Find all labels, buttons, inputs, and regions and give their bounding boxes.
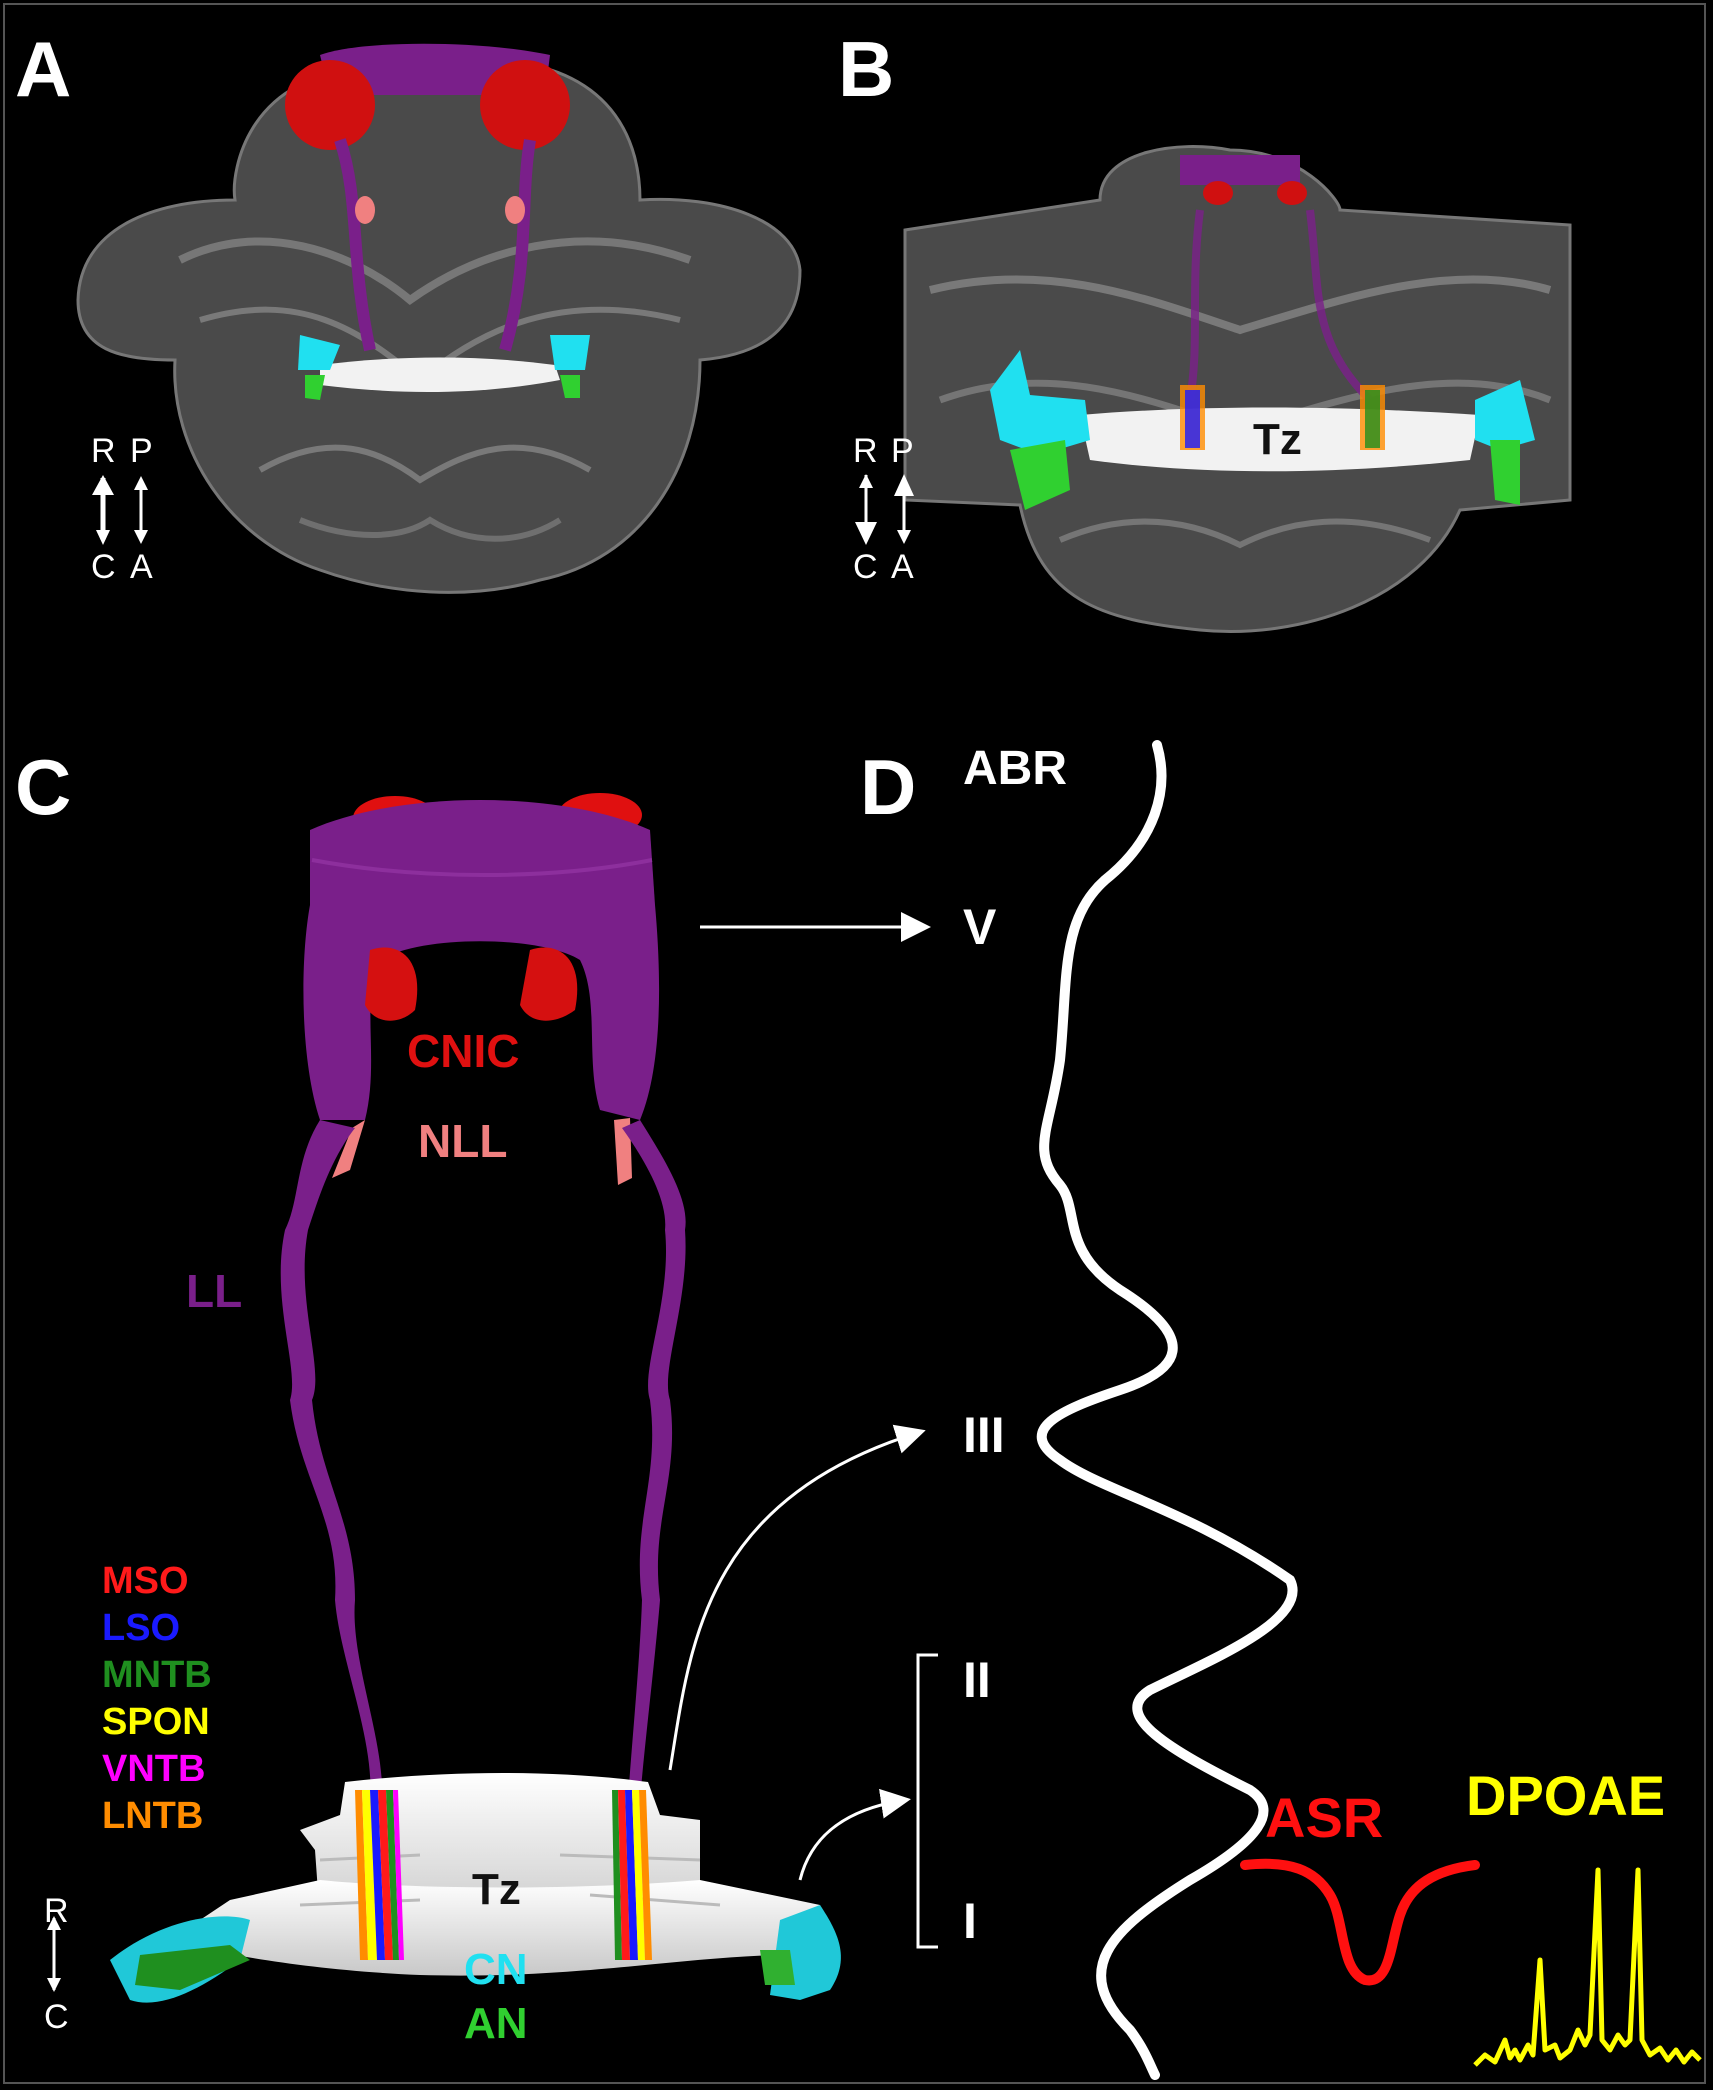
legend-item-lntb: LNTB [102, 1795, 204, 1837]
wave-i-label: I [963, 1893, 977, 1949]
panel-b-orient-c: C [853, 548, 878, 586]
panel-b-cn-left [990, 350, 1090, 455]
panel-c-ll-left [280, 1120, 383, 1800]
panel-a-tz [320, 357, 560, 392]
panel-a-cnic-right [480, 60, 570, 150]
wave-ii-label: II [963, 1652, 991, 1708]
panel-a-orient-p: P [130, 432, 153, 470]
panel-c-cnic-right [520, 947, 578, 1021]
panel-b-an-right [1490, 440, 1520, 505]
panel-c-cnic-left [365, 947, 418, 1021]
panel-c-cn-label: CN [464, 1945, 528, 1994]
panel-c-ll-label: LL [186, 1265, 243, 1317]
panel-label-b: B [838, 25, 895, 113]
legend-item-mntb: MNTB [102, 1654, 212, 1696]
legend-item-spon: SPON [102, 1701, 210, 1743]
panel-label-c: C [15, 743, 72, 831]
panel-b-orient-p: P [891, 432, 914, 470]
panel-c-nll-label: NLL [418, 1115, 508, 1167]
panel-a-an-right [560, 375, 580, 398]
panel-c-nuclei-left [355, 1790, 404, 1960]
panel-a-ll-right [499, 139, 536, 352]
panel-a-brain-render [76, 43, 802, 594]
panel-c-nuclei-right [612, 1790, 652, 1960]
panel-a-brainstem-outline [76, 58, 802, 594]
panel-b-brain-render [855, 145, 1572, 633]
panel-b-orient-a: A [891, 548, 914, 586]
panel-b-orient-r: R [853, 432, 878, 470]
panel-label-a: A [15, 25, 72, 113]
dpoae-trace [1473, 1867, 1702, 2067]
panel-b-cnic-left [1203, 181, 1233, 205]
panel-a-cn-left [298, 335, 340, 370]
wave-bracket [916, 1653, 938, 1949]
panel-c-nll-left [332, 1120, 365, 1178]
panel-c-ll-right [622, 1120, 686, 1800]
figure-border [3, 3, 1706, 2084]
panel-c-pathway-render [47, 793, 841, 2003]
panel-c-an-right [760, 1950, 795, 1985]
panel-c-orient-c: C [44, 1998, 69, 2036]
asr-label: ASR [1265, 1786, 1384, 1849]
panel-c-an-left [135, 1945, 250, 1990]
wave-iii-label: III [963, 1407, 1005, 1463]
panel-a-orient-c: C [91, 548, 116, 586]
panel-b-cn-right [1475, 380, 1535, 450]
panel-a-cn-right [550, 335, 590, 370]
panel-a-orient-a: A [130, 548, 153, 586]
panel-label-d: D [860, 743, 917, 831]
panel-c-orient-r: R [44, 1892, 69, 1930]
panel-b-ll-top [1180, 155, 1300, 185]
dpoae-label: DPOAE [1466, 1764, 1666, 1827]
panel-c-cnic-label: CNIC [407, 1025, 520, 1077]
panel-b-tz-label: Tz [1253, 415, 1302, 464]
panel-c-tz-label: Tz [472, 1865, 521, 1914]
asr-trace [1240, 1858, 1480, 1986]
panel-b-ll-right [1306, 209, 1373, 403]
legend-item-lso: LSO [102, 1607, 181, 1649]
panel-a-orient-r: R [91, 432, 116, 470]
panel-b-cnic-right [1277, 181, 1307, 205]
panel-a-nll-right [505, 196, 525, 224]
panel-a-an-left [305, 375, 325, 400]
panel-b-ll-left [1186, 209, 1204, 401]
panel-b-brainstem-outline [903, 145, 1572, 633]
abr-trace [1036, 740, 1298, 2080]
panel-b-an-left [1010, 440, 1070, 510]
panel-c-an-label: AN [464, 1999, 528, 2048]
panel-d-abr-figure [668, 740, 1702, 2080]
panel-a-ll-left [334, 138, 376, 352]
legend-item-mso: MSO [102, 1560, 189, 1602]
legend-item-vntb: VNTB [102, 1748, 206, 1790]
panel-c-ic-cap [310, 800, 655, 928]
panel-a-cnic-left [285, 60, 375, 150]
panel-a-nll-left [355, 196, 375, 224]
abr-label: ABR [963, 742, 1067, 795]
wave-v-label: V [963, 899, 997, 955]
